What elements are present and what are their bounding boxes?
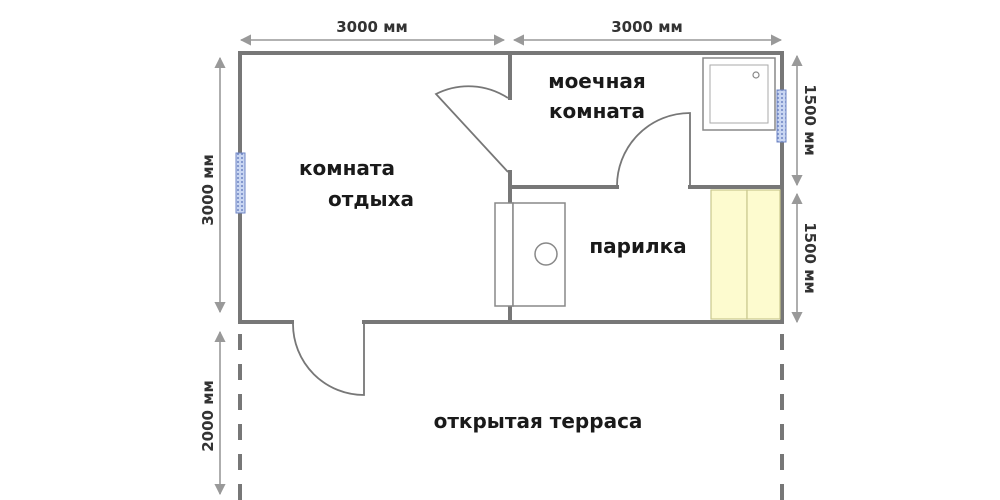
door-rest-wash xyxy=(434,85,509,173)
doors xyxy=(292,85,691,396)
dim-left-upper-label: 3000 мм xyxy=(199,154,217,226)
dim-top-left-label: 3000 мм xyxy=(336,18,408,36)
room-label-rest-line2: отдыха xyxy=(328,187,414,211)
room-label-wash-line2: комната xyxy=(549,99,645,123)
bench-left xyxy=(710,189,748,320)
stove-side-panel xyxy=(494,202,514,307)
stove-heater xyxy=(534,242,558,266)
shower-drain xyxy=(752,71,760,79)
door-wash-sauna xyxy=(616,112,691,188)
sauna-stove xyxy=(494,202,566,307)
shower-tray xyxy=(702,57,776,131)
dimension-lines xyxy=(214,34,803,496)
shower-tray-inner xyxy=(709,64,769,124)
dim-right-lower-label: 1500 мм xyxy=(801,222,819,294)
window-wash-room xyxy=(776,89,787,143)
door-entrance xyxy=(292,323,365,396)
shower-tray-outer xyxy=(702,57,776,131)
room-label-sauna: парилка xyxy=(589,234,686,258)
dim-left-lower-label: 2000 мм xyxy=(199,380,217,452)
room-label-terrace: открытая терраса xyxy=(434,409,643,433)
sauna-benches xyxy=(710,189,781,320)
window-rest-room xyxy=(235,152,246,214)
room-label-wash-line1: моечная xyxy=(548,69,646,93)
bench-right xyxy=(746,189,781,320)
dim-top-right-label: 3000 мм xyxy=(611,18,683,36)
dim-right-upper-label: 1500 мм xyxy=(801,84,819,156)
room-label-rest-line1: комната xyxy=(299,156,395,180)
